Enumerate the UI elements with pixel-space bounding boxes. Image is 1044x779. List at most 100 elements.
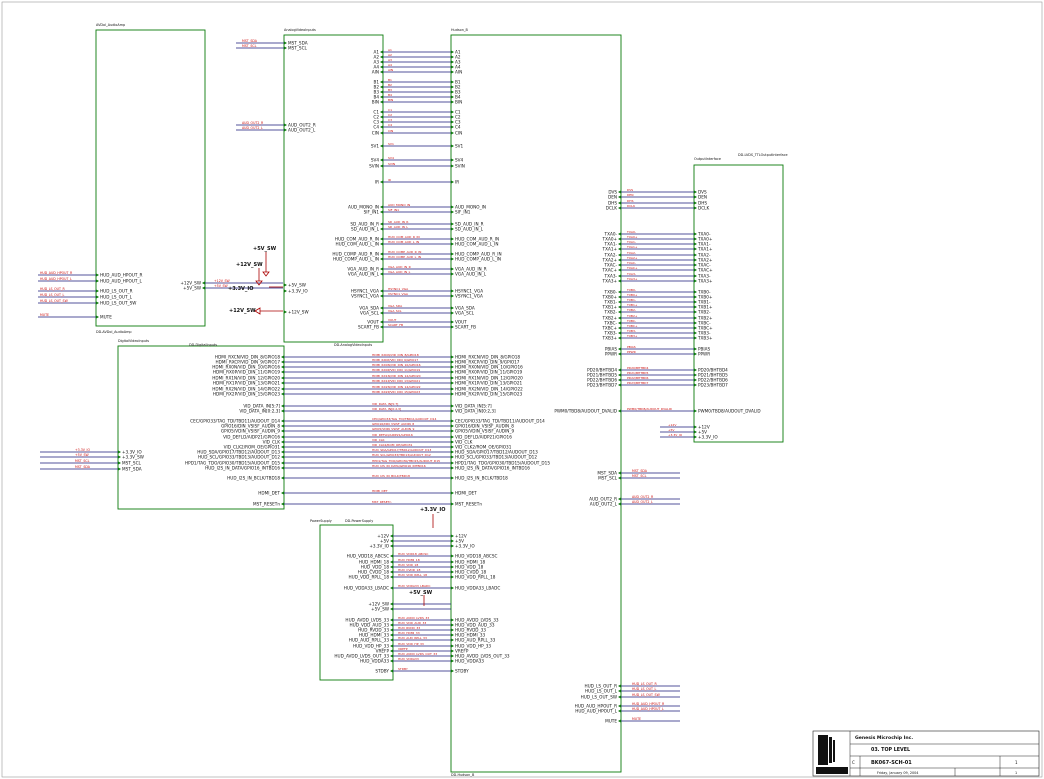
analog-right-pin-label-33: VOUT [367, 319, 379, 324]
analog-right-pin-3 [380, 65, 383, 69]
hudson-mid-pin-13 [451, 435, 454, 439]
hudson-top-pin-label-3: A4 [455, 64, 461, 69]
wire-layer [38, 42, 694, 722]
hudson-mid-pin-14 [451, 440, 454, 444]
power-net-14: HUD_VDDA33 [398, 657, 419, 661]
label-layer: HUD_AUD_HPOUT_RHUD_AUD_HPOUT_RHUD_AUD_HP… [40, 39, 761, 723]
analog-right-pin-29 [380, 289, 383, 293]
digital-right-pin-9 [281, 409, 284, 413]
output-supply-pin-1 [694, 430, 697, 434]
analog-right-net-33: VOUT [388, 318, 397, 322]
output-e-pin-3 [694, 383, 697, 387]
audio-left-net-2: HUD_LS_OUT_R [40, 287, 66, 291]
hudson-low-pin-label-18: STDBY [455, 668, 469, 673]
audio-block-footer: DD-AVDol_AudioAmp [96, 330, 132, 334]
hudson-mid-pin-20 [451, 476, 454, 480]
power-pin-label-9: HUD_HDMI_33 [359, 632, 390, 637]
analog-left-pin-label-0: MST_SDA [288, 40, 308, 45]
output-a-pin-label-1: DEN [698, 194, 707, 199]
output-c-net-4: TXB2- [626, 308, 636, 312]
analog-right-pin-label-13: C4 [373, 124, 379, 129]
hudson-top-pin-label-13: C4 [455, 124, 461, 129]
hudson-rb-pin-label-0: TXA0- [604, 231, 618, 236]
power-pin-label-0: HUD_VDD18_ABCSC [347, 553, 390, 558]
analog-right-pin-label-15: SV1 [371, 143, 380, 148]
analog-right-pin-label-24: HUD_COM_AUD_L_IN [335, 241, 379, 246]
hudson-rh-pin-0 [618, 684, 621, 688]
analog-right-net-11: C2 [388, 113, 392, 117]
hudson-re-pin-1 [618, 373, 621, 377]
power-net-11: HUD_VDD_HP_33 [398, 642, 424, 646]
digital-right-pin-label-8: VID_DATA_IN[5:7] [243, 403, 280, 408]
analog-right-net-22: SD_AUD_IN_L [388, 225, 408, 229]
output-supply-pin-label-2: +3.3V_IO [698, 434, 718, 439]
analog-right-pin-23 [380, 237, 383, 241]
output-c-pin-label-4: TXB2- [697, 309, 711, 314]
hudson-mid-pin-2 [451, 365, 454, 369]
hudson-mid-pin-17 [451, 455, 454, 459]
hudson-mid-pin-0 [451, 355, 454, 359]
output-c-pin-8 [694, 331, 697, 335]
hudson-mid-pin-label-15: VID_CLK2/ROM_OE/GPIO31 [455, 444, 512, 449]
output-e-pin-label-0: PD20/BHTBD4 [698, 367, 728, 372]
hudson-top-pin-label-1: A2 [455, 54, 461, 59]
digital-right-net-21: HDMI_DET [372, 489, 388, 493]
power-net-2: HUD_VDD_18 [398, 563, 418, 567]
digital-right-pin-label-22: MST_RESETn [253, 501, 280, 506]
hudson-top-pin-6 [451, 85, 454, 89]
output-a-net-0: DVS [627, 188, 633, 192]
output-c-pin-label-5: TXB2+ [697, 315, 713, 320]
hudson-top-pin-label-15: SV1 [455, 143, 464, 148]
analog-right-net-24: HUD_COM_AUD_L_IN [388, 240, 419, 244]
hudson-rg-pin-1 [618, 502, 621, 506]
hudson-rb-pin-0 [618, 232, 621, 236]
digital-left-pin-label-1: +3.3V_SW [122, 454, 144, 459]
hudson-low-pin-label-17: HUD_VDDA33 [455, 658, 484, 663]
output-a-pin-label-0: DVS [698, 189, 707, 194]
power-pin-13 [390, 654, 393, 658]
hudson-top-pin-29 [451, 289, 454, 293]
power-flag-5v-sw-2: +5V_SW [409, 590, 433, 606]
analog-left-net-3: AUD_OUT2_L [242, 126, 263, 130]
hudson-out-net-4: HUD_LS_OUT_R [632, 682, 658, 686]
hudson-mid-pin-16 [451, 450, 454, 454]
audio-right-pin-1 [202, 286, 205, 290]
power-net-7: HUD_VDD_AUD_33 [398, 621, 426, 625]
digital-left-net-1: +5V_SW [75, 453, 89, 457]
power-pin-9 [390, 633, 393, 637]
hudson-rb-pin-label-3: TXA1+ [602, 246, 618, 251]
analog-right-pin-label-1: A2 [373, 54, 379, 59]
digital-right-pin-7 [281, 392, 284, 396]
power-pin-label-12: VREFP [376, 648, 390, 653]
digital-right-pin-label-9: VID_DATA_IN[0:2,3] [239, 408, 280, 413]
hudson-ra-pin-label-2: DHS [608, 200, 617, 205]
digital-right-net-17: HUD_SCL/GPIO33/TBD13/AUDOUT_D12 [372, 453, 431, 457]
output-c-pin-label-1: TXB0+ [697, 294, 713, 299]
hudson-re-pin-2 [618, 378, 621, 382]
hudson-top-pin-24 [451, 242, 454, 246]
output-b-pin-8 [694, 274, 697, 278]
audio-left-pin-4 [96, 301, 99, 305]
analog-right-pin-label-7: B3 [373, 89, 379, 94]
hudson-rc-pin-label-5: TXB2+ [602, 315, 618, 320]
hudson-mid-pin-10 [451, 419, 454, 423]
analog-right-pin-label-12: C3 [373, 119, 379, 124]
output-e-pin-1 [694, 373, 697, 377]
doc-number: BK067-SCH-01 [871, 760, 912, 766]
digital-right-net-4: HDMI_RX1N/VID_DIN_12/GPIO20 [372, 374, 421, 378]
hudson-mid-pin-7 [451, 392, 454, 396]
hudson-rb-pin-5 [618, 258, 621, 262]
hudson-mid-pin-label-7: HDMI_RX2P/VID_DIN_15/GPIO23 [455, 391, 523, 396]
digital-left-pin-label-2: MST_SCL [122, 460, 142, 465]
analog-right-net-13: C4 [388, 123, 392, 127]
digital-right-net-8: VID_DATA_IN[5:7] [372, 402, 398, 406]
hudson-top-pin-label-28: VGA_AUD_IN_L [455, 271, 487, 276]
power-net-13: HUD_AVDD_LVDS_OUT_33 [398, 652, 437, 656]
hudson-out-net-3: AUD_OUT2_L [632, 500, 653, 504]
analog-right-pin-15 [380, 144, 383, 148]
analog-right-pin-label-26: HUD_COMP_AUD_L_IN [333, 256, 379, 261]
hudson-top-pin-4 [451, 70, 454, 74]
hudson-re-pin-0 [618, 368, 621, 372]
sheet-number: 1 [1015, 771, 1017, 775]
hudson-rc-pin-6 [618, 321, 621, 325]
